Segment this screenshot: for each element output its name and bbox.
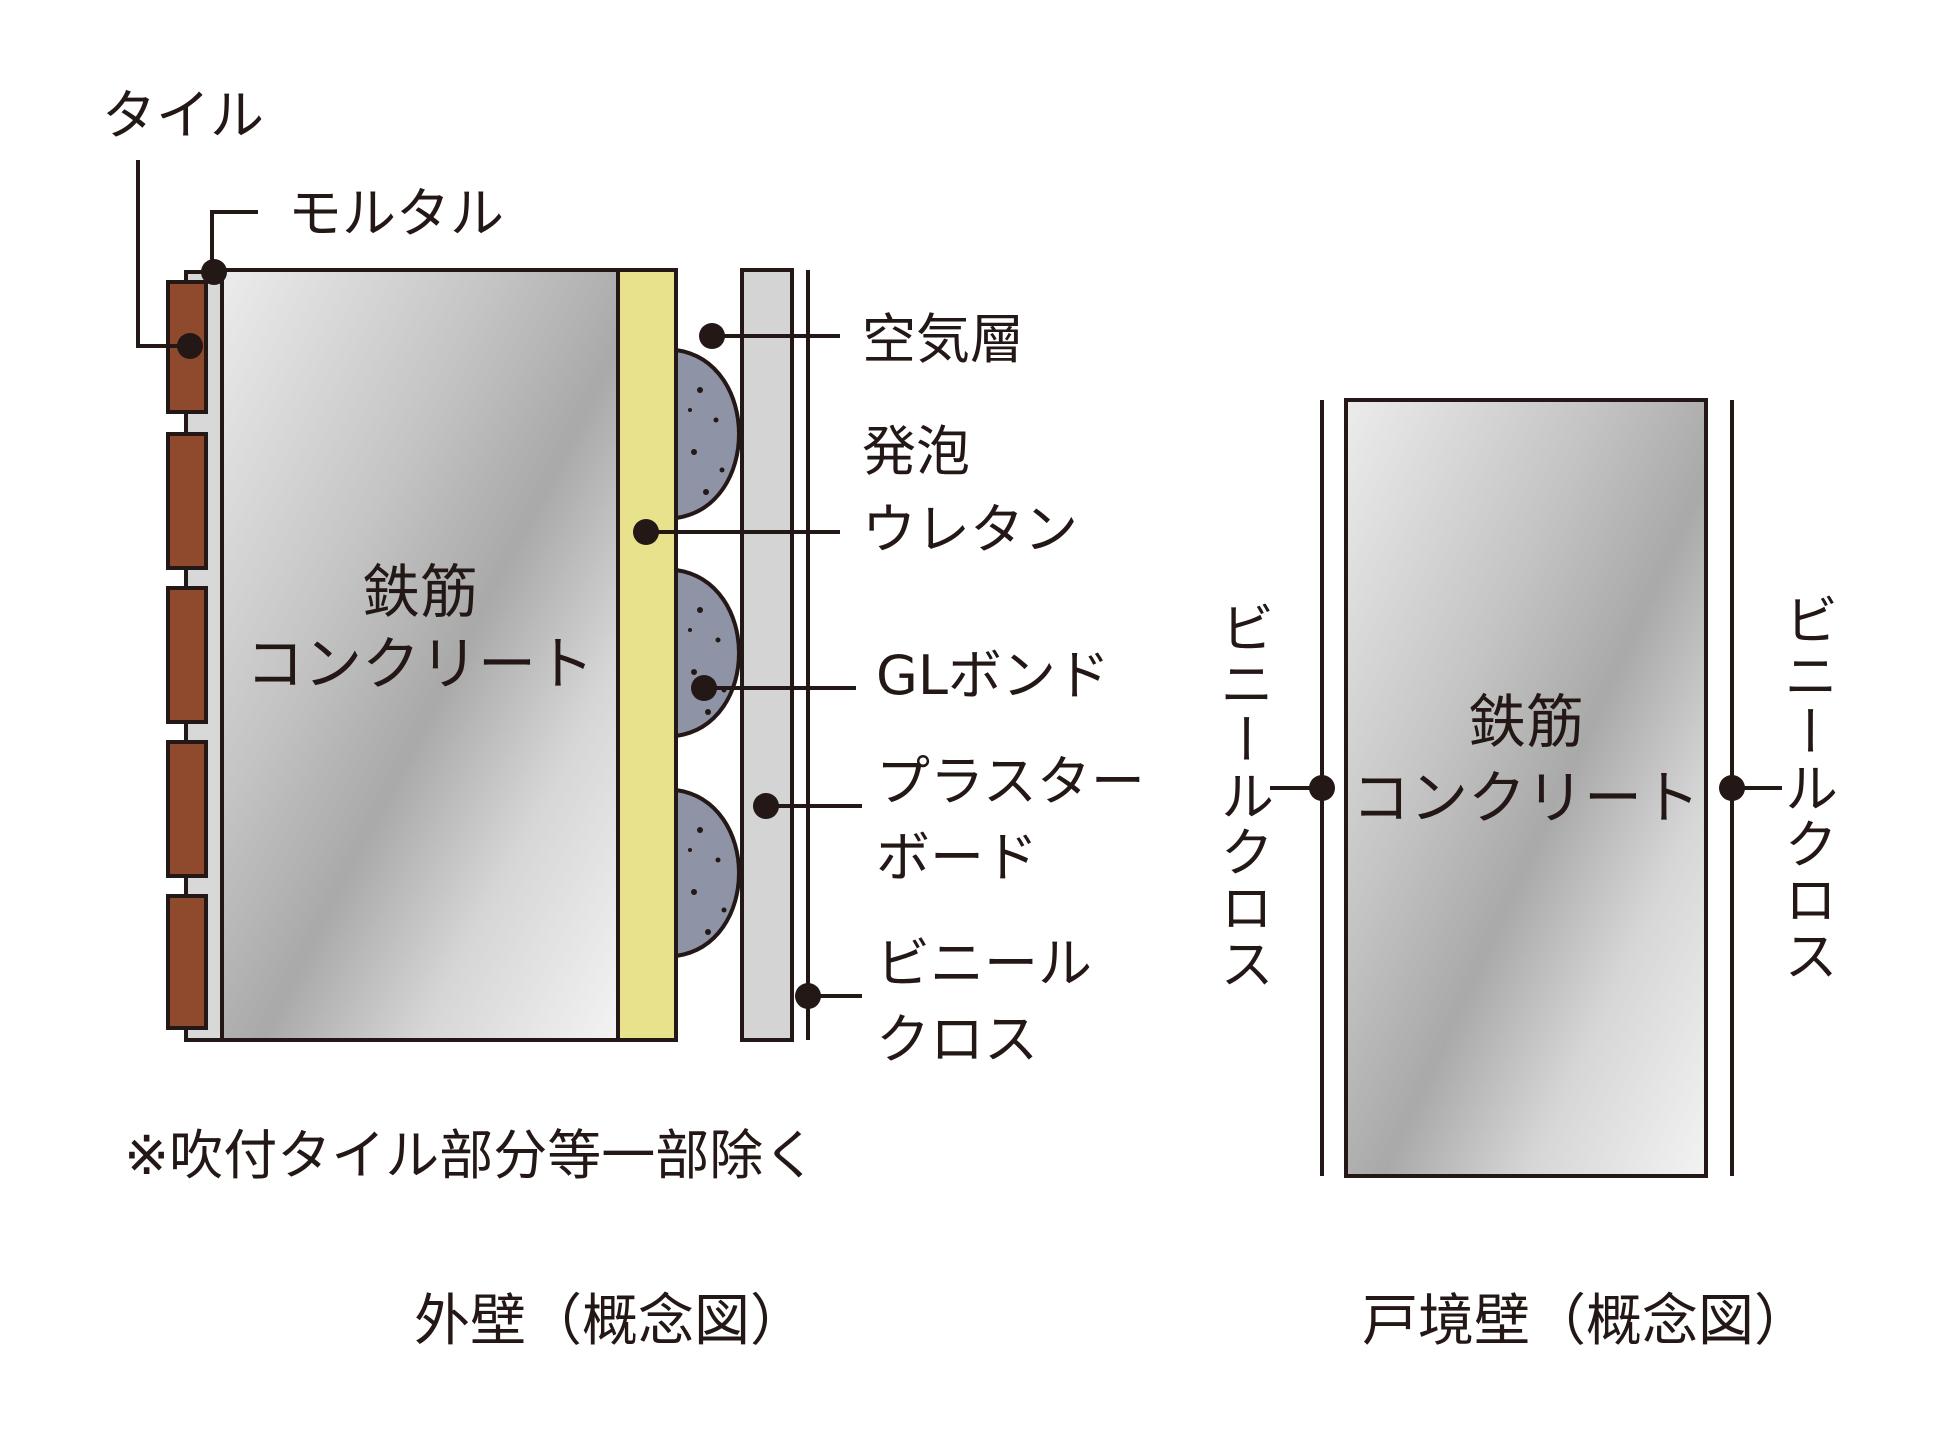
gl-bond-dab [674,347,741,521]
boundary-caption: 戸境壁（概念図） [1362,1289,1810,1354]
exterior-wall: タイル モルタル 空気層 発泡 ウレタン GLボンド プラスター ボード ビニー… [102,84,1145,1354]
concrete-label-line1: 鉄筋 [1468,688,1584,756]
urethane-layer [616,268,678,1042]
leader-lines [136,160,862,998]
gl-bond-label: GLボンド [876,644,1110,707]
gl-bond-dab [674,567,741,739]
vinyl-cloth-label-right: ビニールクロス [1775,592,1838,984]
plaster-board [740,268,794,1042]
plaster-board-label-line1: プラスター [876,750,1145,813]
vinyl-cloth-label-line1: ビニール [876,932,1092,995]
leader-dots [1309,775,1745,801]
leader-dots [177,259,821,1009]
vinyl-cloth-label-line2: クロス [876,1008,1038,1071]
concrete-label-line2: コンクリート [1352,764,1700,832]
boundary-wall: 鉄筋 コンクリート ビニールクロス ビニールクロス 戸境壁（概念図） [1211,398,1838,1354]
tile [166,740,208,878]
gl-bond-dabs [674,347,741,959]
concrete-label-line1: 鉄筋 [362,558,478,626]
vinyl-cloth-label-left: ビニールクロス [1211,600,1274,992]
urethane-label-line1: 発泡 [862,420,970,483]
concrete-block [1344,398,1708,1178]
exception-note: ※吹付タイル部分等一部除く [124,1124,817,1187]
concrete-label-line2: コンクリート [246,630,594,698]
mortar-label: モルタル [288,182,504,245]
air-layer-label: 空気層 [862,308,1024,371]
gl-bond-dab [674,787,741,959]
tile [166,894,208,1030]
concrete-block [220,268,620,1042]
tile-layer [166,280,208,1030]
exterior-caption: 外壁（概念図） [414,1289,806,1354]
tile [166,432,208,570]
plaster-board-label-line2: ボード [876,826,1038,889]
urethane-label-line2: ウレタン [862,498,1078,561]
gl-bond-speckles [688,387,727,935]
tile-label: タイル [102,84,264,147]
tile [166,586,208,724]
